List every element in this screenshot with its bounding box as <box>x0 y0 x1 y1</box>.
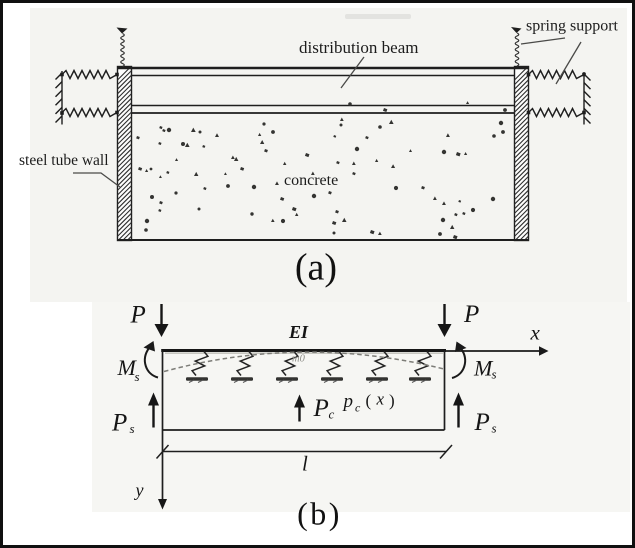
svg-text:x: x <box>530 321 541 345</box>
svg-text:distribution beam: distribution beam <box>299 38 418 57</box>
svg-text:s: s <box>492 367 497 382</box>
svg-text:steel tube wall: steel tube wall <box>19 152 109 169</box>
svg-text:x: x <box>376 390 385 409</box>
svg-text:p: p <box>342 391 354 412</box>
svg-text:P: P <box>313 395 329 422</box>
svg-text:): ) <box>389 391 395 410</box>
svg-text:y: y <box>134 480 144 500</box>
svg-text:P: P <box>474 409 490 436</box>
svg-text:l: l <box>302 452 308 476</box>
svg-text:M: M <box>473 356 494 381</box>
svg-text:c: c <box>355 401 361 415</box>
svg-text:P: P <box>111 410 127 437</box>
svg-text:m0: m0 <box>292 354 306 365</box>
svg-text:P: P <box>130 302 146 329</box>
svg-text:(b): (b) <box>297 496 342 532</box>
svg-text:spring support: spring support <box>526 18 619 35</box>
svg-text:s: s <box>492 421 497 436</box>
svg-text:concrete: concrete <box>284 172 338 189</box>
svg-text:M: M <box>117 355 138 380</box>
svg-text:EI: EI <box>288 322 309 342</box>
svg-text:c: c <box>329 407 335 422</box>
svg-text:s: s <box>135 369 140 384</box>
svg-text:s: s <box>130 421 135 436</box>
svg-text:(: ( <box>366 391 372 410</box>
svg-text:(a): (a) <box>295 247 337 289</box>
svg-text:P: P <box>463 301 479 328</box>
